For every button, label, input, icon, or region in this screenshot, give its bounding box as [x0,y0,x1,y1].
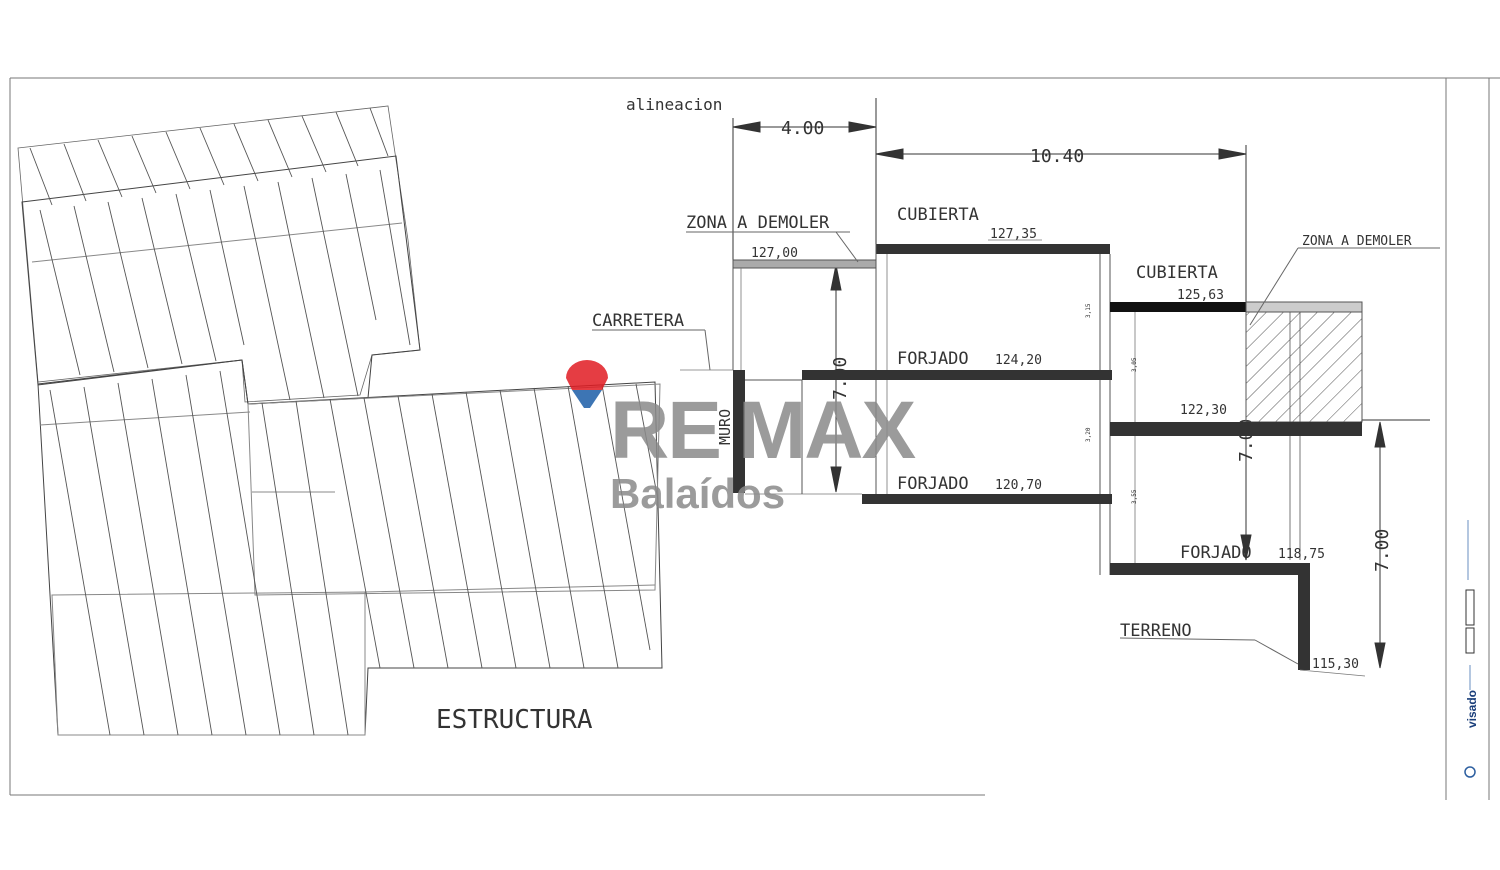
structure-plan [17,105,663,736]
carretera-label: CARRETERA [592,311,684,331]
height-3-15: 3,15 [1085,303,1092,318]
remax-brand-max: MAX [738,385,916,476]
remax-brand-re: RE [610,385,720,476]
dimension-lines [732,98,1430,669]
remax-office: Balaídos [610,470,785,517]
dim-4-00: 4.00 [781,118,824,139]
muro-label: MURO [716,409,734,445]
zona-demoler-left-label: ZONA A DEMOLER [686,213,830,233]
sheet-frame [9,77,1500,800]
cubierta-right-label: CUBIERTA [1136,263,1218,283]
forjado-1-label: FORJADO [897,349,969,369]
dim-7-00-right: 7.00 [1372,529,1393,572]
forjado-2-label: FORJADO [897,474,969,494]
level-122-30: 122,30 [1180,403,1227,418]
level-118-75: 118,75 [1278,547,1325,562]
level-125-63: 125,63 [1177,288,1224,303]
height-3-20: 3,20 [1085,427,1092,442]
level-115-30: 115,30 [1312,657,1359,672]
level-127-35: 127,35 [990,227,1037,242]
dim-10-40: 10.40 [1030,146,1084,167]
zona-demoler-right-label: ZONA A DEMOLER [1302,234,1412,249]
height-3-05: 3,05 [1131,357,1138,372]
title-block [1464,520,1476,778]
height-3-55: 3,55 [1131,489,1138,504]
alineacion-label: alineacion [626,95,722,114]
remax-watermark: RE MAX Balaídos [566,360,918,517]
cubierta-top-label: CUBIERTA [897,205,979,225]
level-124-20: 124,20 [995,353,1042,368]
forjado-3-label: FORJADO [1180,543,1252,563]
visado-stamp: visado [1465,690,1479,728]
level-127-00: 127,00 [751,246,798,261]
terreno-label: TERRENO [1120,621,1192,641]
estructura-title: ESTRUCTURA [436,705,593,735]
balloon-icon [566,360,608,390]
level-120-70: 120,70 [995,478,1042,493]
building-section [592,231,1440,677]
